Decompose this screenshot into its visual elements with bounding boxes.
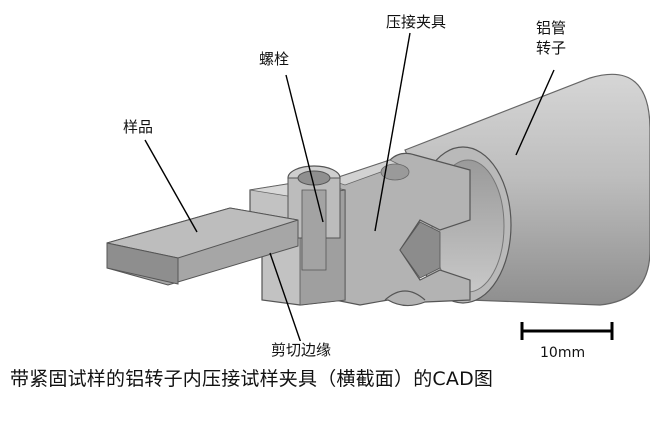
sample-strip: [106, 207, 299, 286]
figure-caption: 带紧固试样的铝转子内压接试样夹具（横截面）的CAD图: [10, 368, 494, 390]
leader-bolt: [285, 74, 324, 223]
leader-clamp: [374, 32, 411, 232]
leader-shear-edge: [269, 252, 302, 344]
scale-bar-label: 10mm: [540, 345, 586, 361]
leader-lines: [144, 32, 555, 344]
label-rotor-line1: 铝管: [536, 19, 567, 37]
label-sample: 样品: [120, 118, 157, 136]
leader-rotor: [515, 69, 555, 156]
label-bolt: 螺栓: [256, 50, 293, 68]
scale-bar: [520, 322, 614, 340]
label-clamp: 压接夹具: [383, 13, 450, 31]
label-shear-edge: 剪切边缘: [268, 341, 335, 359]
aluminum-tube-rotor: [404, 73, 650, 306]
leader-sample: [144, 139, 198, 233]
label-rotor: 铝管 转子: [533, 18, 573, 58]
label-rotor-line2: 转子: [536, 39, 567, 57]
